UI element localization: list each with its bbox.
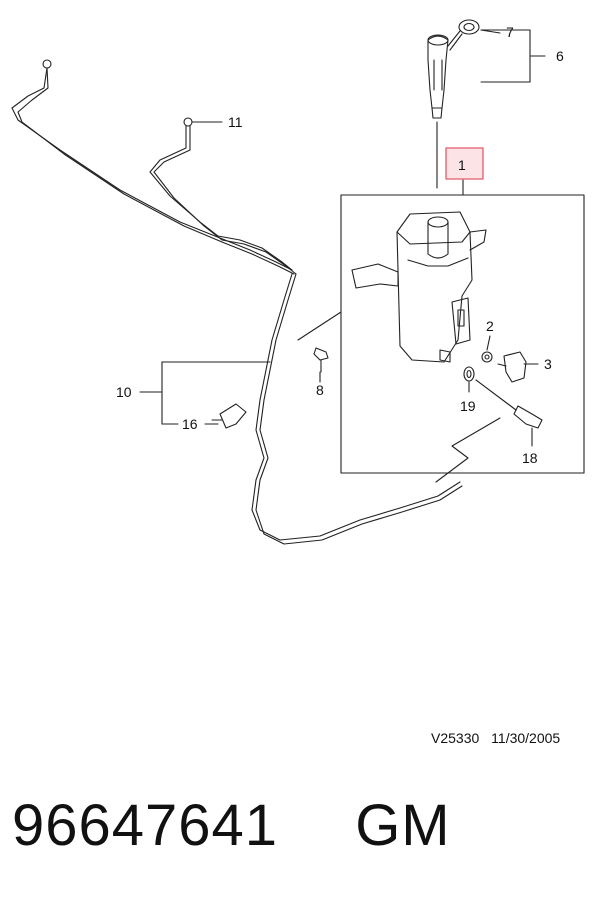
washer-hoses — [11, 59, 463, 545]
parts-diagram: 1 2 3 6 7 8 10 11 16 18 19 — [11, 19, 585, 545]
callout-6: 6 — [556, 48, 564, 64]
part-caption: 96647641 GM — [12, 792, 451, 859]
callout-2: 2 — [486, 318, 494, 334]
callout-11: 11 — [228, 114, 243, 130]
filler-neck — [427, 34, 449, 119]
washer-pump — [497, 351, 527, 383]
level-sensor — [475, 379, 543, 429]
part-number: 96647641 — [12, 793, 279, 858]
callout-16: 16 — [182, 416, 198, 432]
drawing-reference: V25330 — [431, 730, 480, 746]
callout-10: 10 — [116, 384, 132, 400]
drawing-stamp: V25330 11/30/2005 — [431, 730, 560, 746]
drawing-date: 11/30/2005 — [491, 730, 561, 746]
callout-1-highlight — [445, 147, 484, 180]
callout-19: 19 — [460, 398, 476, 414]
callout-1: 1 — [458, 157, 466, 173]
washer-reservoir — [351, 211, 487, 363]
grommet — [481, 351, 493, 363]
callout-8: 8 — [316, 382, 324, 398]
bolt — [313, 347, 329, 373]
callout-3: 3 — [544, 356, 552, 372]
callout-18: 18 — [522, 450, 538, 466]
detail-frame — [340, 194, 585, 474]
brand-name: GM — [355, 793, 451, 858]
callout-7: 7 — [506, 24, 514, 40]
hose-connector — [211, 403, 247, 429]
filler-cap — [447, 19, 480, 51]
pump-seal — [463, 366, 475, 382]
